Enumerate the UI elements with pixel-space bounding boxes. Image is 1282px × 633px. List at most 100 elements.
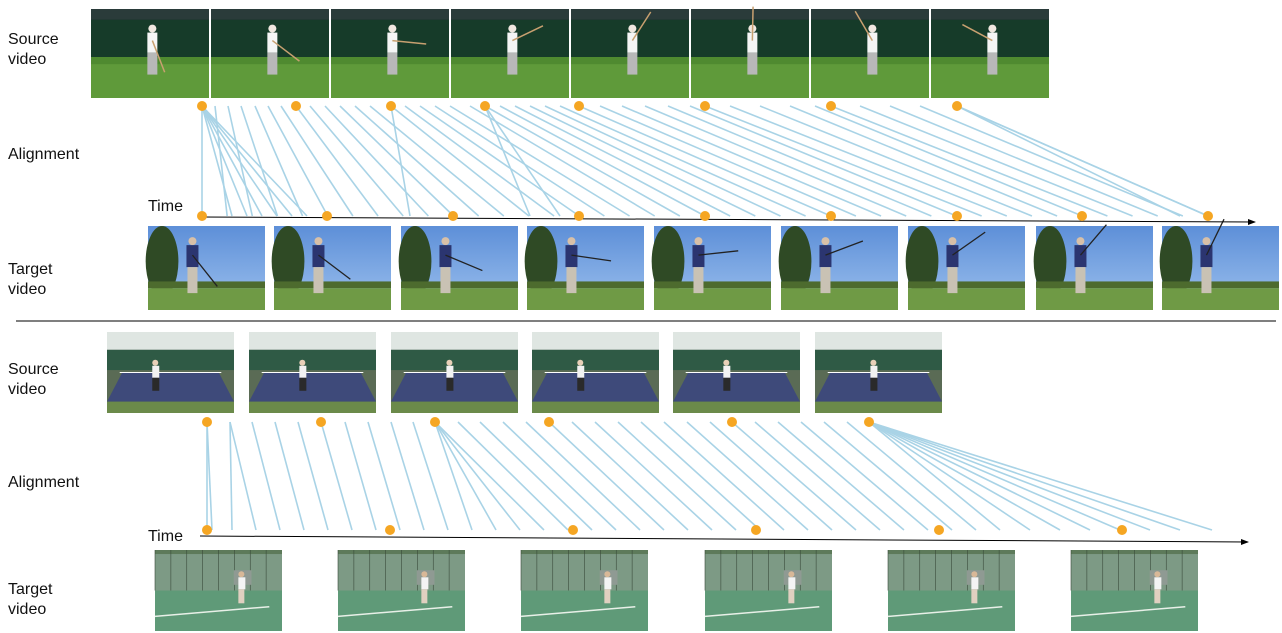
- top-source-thumbnail-8: [931, 9, 1049, 98]
- top-alignment-line: [859, 105, 1133, 217]
- bottom-alignment-line: [344, 421, 377, 531]
- top-source-marker: [386, 101, 396, 111]
- top-source-marker: [480, 101, 490, 111]
- bottom-alignment-line: [663, 421, 785, 531]
- top-alignment-line: [484, 105, 561, 217]
- bottom-alignment-line: [868, 421, 1213, 531]
- top-alignment-line: [578, 105, 832, 217]
- top-alignment-line: [280, 105, 354, 217]
- bottom-alignment-line: [412, 421, 449, 531]
- bottom-target-marker: [1117, 525, 1127, 535]
- top-alignment-line: [559, 105, 806, 217]
- top-time-label: Time: [148, 198, 183, 215]
- top-alignment-line: [759, 105, 1033, 217]
- top-target-thumbnail-9: [1159, 218, 1279, 310]
- top-alignment-line: [449, 105, 630, 217]
- top-alignment-line: [789, 105, 1058, 217]
- bottom-alignment-line: [868, 421, 1121, 531]
- top-target-marker: [700, 211, 710, 221]
- top-alignment-line: [201, 105, 308, 217]
- top-alignment-line: [419, 105, 580, 217]
- bottom-alignment-line: [229, 421, 233, 531]
- top-source-thumbnail-1: [91, 9, 209, 98]
- top-alignment-line: [254, 105, 304, 217]
- bottom-source-marker: [316, 417, 326, 427]
- bottom-alignment-line: [731, 421, 857, 531]
- top-alignment-line: [644, 105, 907, 217]
- bottom-source-thumbnail-5: [673, 332, 800, 413]
- top-source-marker: [574, 101, 584, 111]
- top-alignment-line: [529, 105, 756, 217]
- top-alignment-line: [599, 105, 857, 217]
- top-alignment-line: [956, 105, 1181, 217]
- time-axes: [16, 216, 1276, 545]
- top-alignment-line: [324, 105, 429, 217]
- bottom-time-axis: [199, 535, 1249, 545]
- bottom-source-thumbnail-1: [107, 332, 234, 413]
- top-target-thumbnail-4: [524, 226, 644, 310]
- top-target-thumbnail-6: [778, 226, 898, 310]
- top-alignment-line: [339, 105, 455, 217]
- top-target-marker: [197, 211, 207, 221]
- bottom-alignment-line: [434, 421, 497, 531]
- top-alignment-line: [201, 105, 233, 217]
- top-alignment-line: [354, 105, 480, 217]
- top-source-thumbnail-6: [691, 6, 809, 98]
- top-alignment-line: [830, 105, 1108, 217]
- bottom-alignment-line: [434, 421, 473, 531]
- top-target-thumbnail-2: [271, 226, 391, 310]
- top-source-thumbnail-7: [811, 9, 929, 98]
- top-source-thumbnail-4: [451, 9, 569, 98]
- bottom-source-marker: [544, 417, 554, 427]
- top-alignment-line: [434, 105, 605, 217]
- bottom-alignment-line: [502, 421, 617, 531]
- top-alignment-line: [369, 105, 505, 217]
- bottom-source-marker: [202, 417, 212, 427]
- bottom-alignment-line: [206, 421, 213, 531]
- top-alignment-line: [814, 105, 1083, 217]
- top-source-thumbnail-3: [331, 9, 449, 98]
- top-alignment-line: [689, 105, 957, 217]
- bottom-alignment-line: [548, 421, 665, 531]
- top-source-marker: [197, 101, 207, 111]
- bottom-alignment-line: [868, 421, 1181, 531]
- bottom-alignment-line: [868, 421, 1001, 531]
- bottom-target-thumbnail-5: [887, 550, 1015, 631]
- top-target-marker: [574, 211, 584, 221]
- bottom-alignment-line: [594, 421, 713, 531]
- bottom-target-thumbnail-4: [704, 550, 832, 631]
- top-alignment-line: [295, 105, 379, 217]
- alignment-lines: [201, 105, 1213, 531]
- top-target-thumbnail-7: [905, 226, 1025, 310]
- bottom-target-thumbnail-1: [154, 550, 282, 631]
- top-alignment-line: [309, 105, 404, 217]
- top-alignment-line: [667, 105, 932, 217]
- bottom-target-thumbnail-6: [1070, 550, 1198, 631]
- bottom-source-marker: [864, 417, 874, 427]
- top-alignment-line: [704, 105, 982, 217]
- bottom-alignment-line: [777, 421, 905, 531]
- bottom-alignment-line: [320, 421, 353, 531]
- top-alignment-line: [390, 105, 530, 217]
- bottom-alignment-line: [571, 421, 689, 531]
- bottom-alignment-line: [846, 421, 977, 531]
- top-alignment-line: [201, 105, 293, 217]
- top-source-thumbnail-5: [571, 9, 689, 98]
- top-alignment-label: Alignment: [8, 146, 80, 163]
- bottom-alignment-line: [479, 421, 593, 531]
- bottom-alignment-line: [251, 421, 281, 531]
- top-target-marker: [448, 211, 458, 221]
- bottom-alignment-line: [686, 421, 809, 531]
- bottom-source-label: Source video: [8, 361, 59, 398]
- top-target-label: Target video: [8, 261, 53, 298]
- bottom-alignment-line: [367, 421, 401, 531]
- bottom-source-thumbnail-4: [532, 332, 659, 413]
- top-target-thumbnail-5: [651, 226, 771, 310]
- top-alignment-line: [484, 105, 531, 217]
- top-alignment-line: [390, 105, 411, 217]
- top-alignment-line: [956, 105, 1209, 217]
- top-alignment-line: [201, 105, 278, 217]
- bottom-alignment-line: [754, 421, 881, 531]
- bottom-alignment-line: [709, 421, 833, 531]
